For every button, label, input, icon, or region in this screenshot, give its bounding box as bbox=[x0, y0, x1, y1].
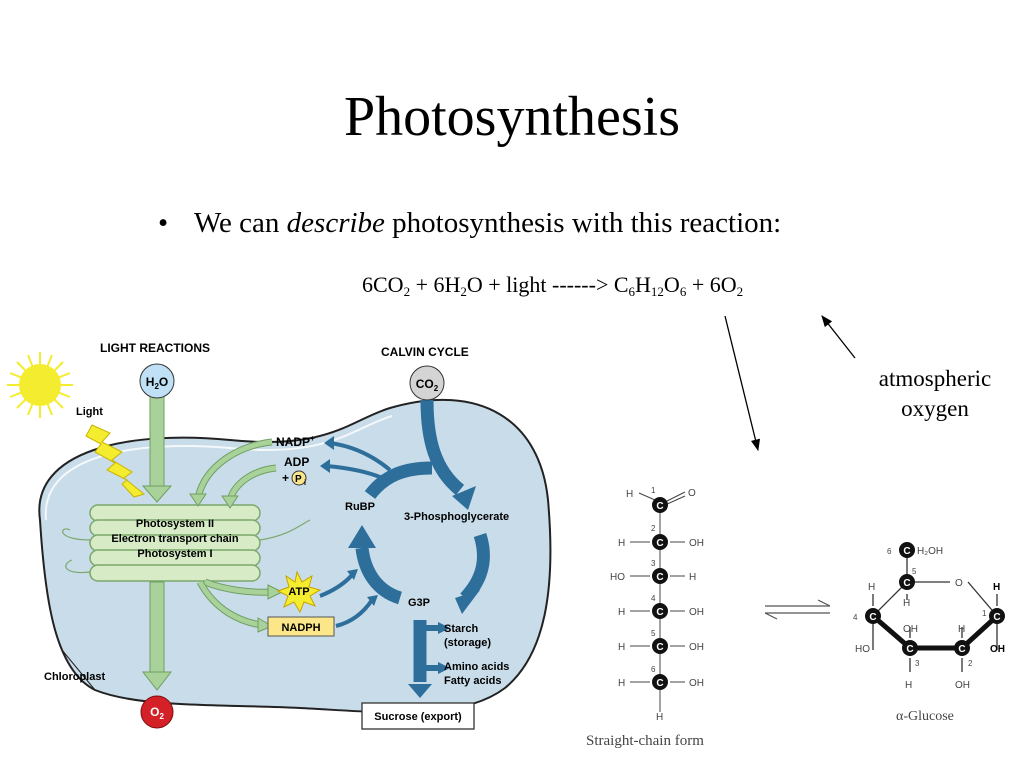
label-light: Light bbox=[76, 406, 103, 418]
svg-text:H: H bbox=[903, 598, 910, 609]
label-calvin-cycle: CALVIN CYCLE bbox=[381, 345, 469, 359]
label-light-reactions: LIGHT REACTIONS bbox=[100, 341, 210, 355]
svg-text:C: C bbox=[869, 612, 876, 623]
svg-text:NADP+: NADP+ bbox=[276, 434, 315, 449]
label-amino-acids: Amino acids bbox=[444, 661, 509, 673]
label-fatty-acids: Fatty acids bbox=[444, 675, 501, 687]
svg-text:i: i bbox=[304, 480, 306, 487]
chloroplast-diagram: H2O CO2 O2 LIGHT REACTIONS CALVIN CYCLE … bbox=[7, 341, 552, 730]
caption-straight-chain: Straight-chain form bbox=[586, 733, 704, 749]
svg-text:H: H bbox=[656, 712, 663, 723]
svg-text:6: 6 bbox=[887, 547, 892, 556]
svg-text:O2: O2 bbox=[150, 705, 164, 721]
svg-text:OH: OH bbox=[689, 678, 704, 689]
bullet-symbol: • bbox=[158, 207, 169, 239]
svg-text:1: 1 bbox=[651, 486, 656, 495]
svg-text:2: 2 bbox=[968, 659, 973, 668]
svg-text:C: C bbox=[656, 642, 663, 653]
arrow-to-glucose bbox=[724, 315, 761, 452]
svg-text:OH: OH bbox=[955, 680, 970, 691]
svg-text:H: H bbox=[905, 680, 912, 691]
svg-text:6: 6 bbox=[651, 665, 656, 674]
svg-text:H: H bbox=[626, 489, 633, 500]
label-3pga: 3-Phosphoglycerate bbox=[404, 511, 509, 523]
svg-text:5: 5 bbox=[651, 629, 656, 638]
svg-text:C: C bbox=[656, 678, 663, 689]
lightning-icon bbox=[85, 424, 146, 498]
svg-text:H: H bbox=[958, 624, 965, 635]
svg-text:4: 4 bbox=[853, 613, 858, 622]
bullet-point: • We can describe photosynthesis with thi… bbox=[158, 203, 781, 243]
svg-text:C: C bbox=[903, 546, 910, 557]
alpha-glucose-ring: C C C C C C H₂OH 6 5 O H H H 4 1 OH H HO OH… bbox=[853, 542, 1005, 724]
chloroplast-leader bbox=[61, 649, 96, 691]
svg-text:C: C bbox=[906, 644, 913, 655]
label-pi: P bbox=[295, 474, 302, 485]
svg-text:H: H bbox=[618, 607, 625, 618]
reaction-equation: 6CO2 + 6H2O + light ------> C6H12O6 + 6O… bbox=[362, 272, 744, 299]
label-adp: ADP bbox=[284, 455, 309, 469]
svg-text:OH: OH bbox=[689, 642, 704, 653]
svg-text:1: 1 bbox=[982, 609, 987, 618]
svg-text:C: C bbox=[656, 572, 663, 583]
label-chloroplast: Chloroplast bbox=[44, 671, 105, 683]
atp-star bbox=[276, 570, 322, 614]
bullet-prefix: We can bbox=[194, 207, 287, 239]
svg-text:C: C bbox=[656, 501, 663, 512]
slide-title: Photosynthesis bbox=[343, 86, 681, 148]
svg-text:3: 3 bbox=[915, 659, 920, 668]
svg-text:5: 5 bbox=[912, 567, 917, 576]
svg-text:H: H bbox=[868, 582, 875, 593]
svg-text:2: 2 bbox=[651, 524, 656, 533]
svg-text:3: 3 bbox=[651, 559, 656, 568]
svg-text:(storage): (storage) bbox=[444, 637, 491, 649]
svg-text:C: C bbox=[993, 612, 1000, 623]
caption-alpha-glucose: α-Glucose bbox=[896, 709, 954, 724]
svg-text:C: C bbox=[903, 578, 910, 589]
svg-text:OH: OH bbox=[990, 644, 1005, 655]
svg-text:+: + bbox=[282, 471, 289, 485]
svg-text:4: 4 bbox=[651, 594, 656, 603]
svg-text:HO: HO bbox=[610, 572, 625, 583]
svg-text:H: H bbox=[689, 572, 696, 583]
svg-text:HO: HO bbox=[855, 644, 870, 655]
svg-text:OH: OH bbox=[903, 624, 918, 635]
thylakoid-stack bbox=[62, 504, 311, 582]
label-nadph: NADPH bbox=[281, 622, 320, 634]
label-rubp: RuBP bbox=[345, 501, 375, 513]
label-photosystem-i: Photosystem I bbox=[137, 548, 212, 560]
svg-text:O: O bbox=[955, 578, 963, 589]
svg-text:OH: OH bbox=[689, 607, 704, 618]
svg-text:C: C bbox=[958, 644, 965, 655]
svg-text:H: H bbox=[618, 678, 625, 689]
svg-text:OH: OH bbox=[689, 538, 704, 549]
svg-text:C: C bbox=[656, 607, 663, 618]
bullet-emphasis: describe bbox=[286, 207, 385, 239]
svg-text:C: C bbox=[656, 538, 663, 549]
svg-text:CO2: CO2 bbox=[416, 377, 439, 393]
label-etc: Electron transport chain bbox=[111, 533, 238, 545]
label-starch: Starch bbox=[444, 623, 479, 635]
label-sucrose: Sucrose (export) bbox=[374, 711, 462, 723]
svg-text:H: H bbox=[618, 538, 625, 549]
bullet-suffix: photosynthesis with this reaction: bbox=[384, 207, 782, 239]
equilibrium-arrows bbox=[764, 599, 831, 620]
arrow-to-oxygen bbox=[821, 315, 856, 359]
svg-text:H₂OH: H₂OH bbox=[917, 546, 943, 557]
sun-icon bbox=[7, 352, 73, 418]
svg-text:H: H bbox=[993, 582, 1000, 593]
svg-text:H: H bbox=[618, 642, 625, 653]
label-atp: ATP bbox=[288, 586, 309, 598]
label-g3p: G3P bbox=[408, 597, 430, 609]
svg-text:O: O bbox=[688, 488, 696, 499]
label-photosystem-ii: Photosystem II bbox=[136, 518, 214, 530]
svg-text:H2O: H2O bbox=[146, 375, 168, 391]
